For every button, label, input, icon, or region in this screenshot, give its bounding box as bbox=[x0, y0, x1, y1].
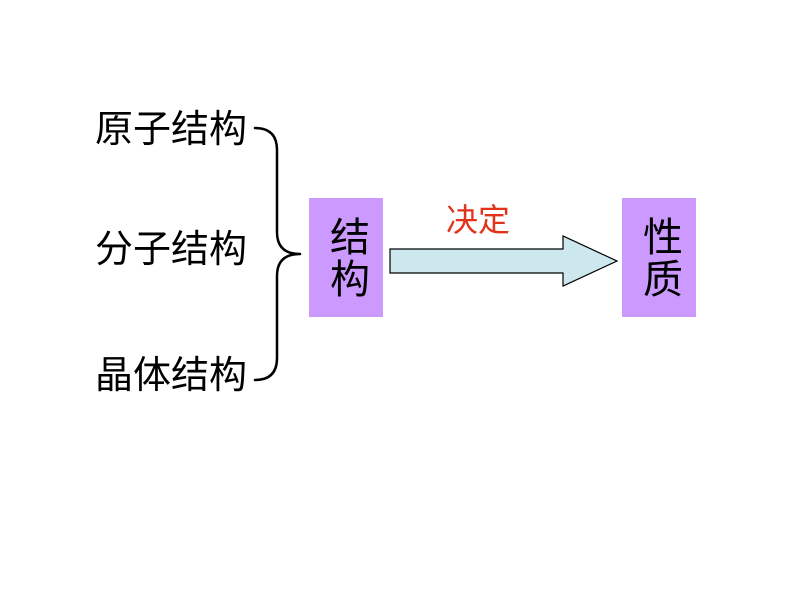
property-box: 性质 bbox=[622, 198, 696, 317]
determines-arrow bbox=[389, 235, 619, 287]
atomic-structure-label: 原子结构 bbox=[95, 107, 248, 151]
property-box-label: 性质 bbox=[636, 215, 682, 300]
curly-brace bbox=[253, 126, 302, 382]
structure-box: 结构 bbox=[309, 198, 383, 317]
crystal-structure-label: 晶体结构 bbox=[95, 353, 248, 397]
determines-label: 决定 bbox=[446, 201, 511, 239]
structure-box-label: 结构 bbox=[323, 215, 369, 300]
molecular-structure-label: 分子结构 bbox=[95, 227, 248, 271]
